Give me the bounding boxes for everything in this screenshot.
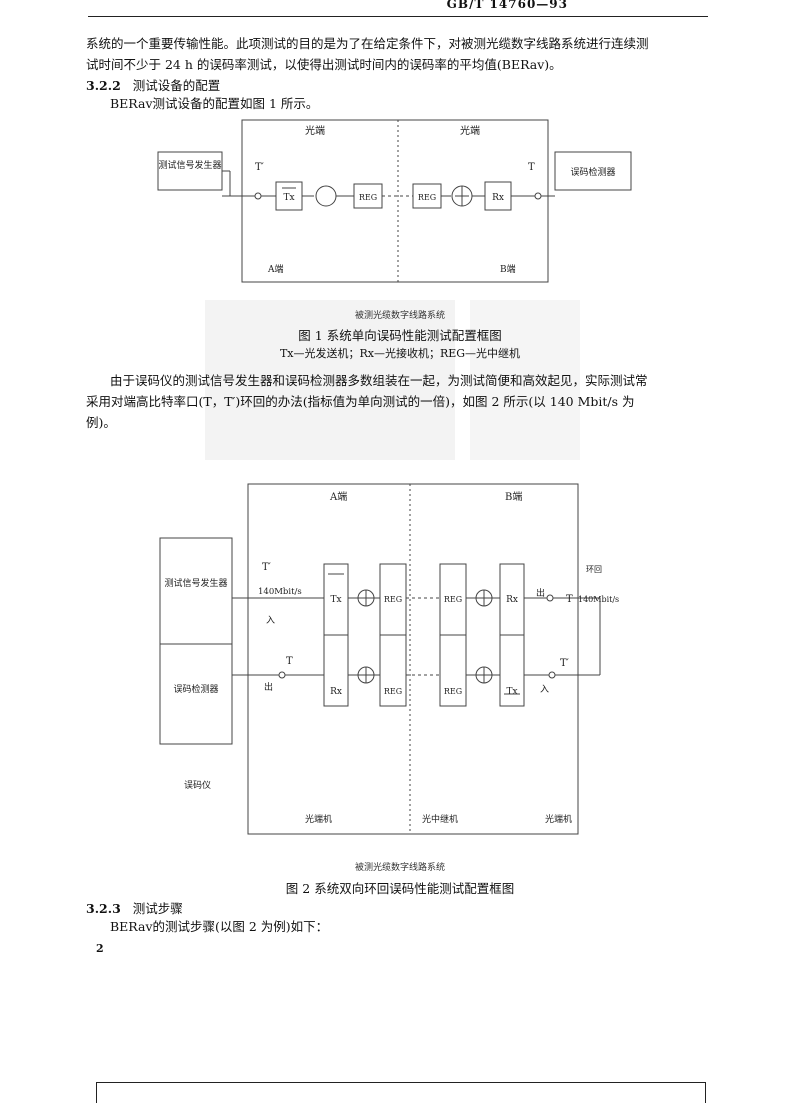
fig2-reg-label: REG [384, 687, 402, 696]
figure-1-diagram: 光端 光端 测试信号发生器 误码检测器 Tx REG REG Rx T′ T A… [157, 119, 632, 283]
fig1-detector-label: 误码检测器 [570, 166, 615, 178]
fig2-tx-left: Tx [330, 595, 341, 605]
fig2-end-a: A端 [329, 490, 347, 503]
fig1-caption: 图 1 系统单向误码性能测试配置框图 [298, 328, 502, 343]
para2-line-3: 例)。 [86, 415, 116, 430]
section-3-2-2-text: BERav测试设备的配置如图 1 所示。 [110, 96, 319, 111]
fig2-rx-left: Rx [330, 687, 342, 697]
footer-frame [96, 1082, 706, 1103]
fig2-system-label: 被测光缆数字线路系统 [354, 863, 445, 873]
section-3-2-3-heading: 3.2.3 测试步骤 [86, 898, 183, 917]
fig2-system-frame [247, 483, 579, 835]
figure-2-diagram: A端 B端 测试信号发生器 误码检测器 误码仪 T′ 140Mbit/s 入 T… [159, 483, 619, 835]
fig2-signal-gen-box [159, 537, 233, 645]
fig1-signal-gen-box [157, 151, 223, 191]
fig2-caption: 图 2 系统双向环回误码性能测试配置框图 [285, 881, 515, 896]
fig2-out-left: 出 [264, 681, 273, 693]
fig2-analyzer-label: 误码仪 [184, 780, 211, 791]
fig1-label-tx-side: 光端 [305, 124, 325, 137]
fig2-terminal-left-label: 光端机 [305, 813, 332, 825]
page-number: 2 [96, 942, 104, 955]
fig2-reg-label: REG [444, 687, 462, 696]
section-title: 测试步骤 [132, 901, 183, 916]
fig2-terminal-right-label: 光端机 [545, 813, 572, 825]
para-loopback: 由于误码仪的测试信号发生器和误码检测器多数组装在一起，为测试简便和高效起见，实际… [86, 370, 726, 433]
fig2-repeater-label: 光中继机 [422, 813, 458, 825]
fig1-system-label: 被测光缆数字线路系统 [354, 311, 445, 321]
fig2-port-t-prime-right: T′ [560, 658, 570, 669]
fig1-system-frame [241, 119, 549, 283]
fig2-port-t-prime: T′ [262, 562, 272, 573]
fig1-port-t-prime: T′ [255, 162, 265, 173]
fig2-port-t-left: T [286, 656, 293, 667]
section-number: 3.2.3 [86, 901, 121, 916]
fig2-rx-right: Rx [506, 595, 518, 605]
fig2-loop-label: 环回 [586, 565, 602, 574]
fig1-reg-label-1: REG [359, 193, 377, 202]
fig2-signal-gen-label: 测试信号发生器 [164, 577, 227, 589]
para2-line-2: 采用对端高比特率口(T，T′)环回的办法(指标值为单向测试的一倍)，如图 2 所… [86, 394, 635, 409]
fig2-rate-right: 140Mbit/s [578, 595, 619, 604]
section-title: 测试设备的配置 [132, 78, 221, 93]
watermark-block [205, 300, 455, 460]
fig1-legend: Tx—光发送机；Rx—光接收机；REG—光中继机 [279, 347, 521, 360]
fig2-end-b: B端 [505, 490, 522, 503]
fig1-reg-label-2: REG [418, 193, 436, 202]
fig2-reg-label: REG [444, 595, 462, 604]
fig2-rate-left: 140Mbit/s [258, 587, 302, 597]
fig2-tx-right: Tx [506, 687, 517, 697]
fig2-in-left: 入 [266, 615, 275, 626]
fig1-end-b: B端 [500, 263, 516, 275]
para2-line-1: 由于误码仪的测试信号发生器和误码检测器多数组装在一起，为测试简便和高效起见，实际… [110, 373, 648, 388]
section-3-2-3-text: BERav的测试步骤(以图 2 为例)如下： [110, 919, 329, 934]
fig1-label-rx-side: 光端 [460, 124, 480, 137]
fig2-reg-label: REG [384, 595, 402, 604]
header-standard-number: GB/T 14760—93 [446, 0, 568, 11]
section-3-2-2-heading: 3.2.2 测试设备的配置 [86, 75, 220, 94]
fig2-in-right: 入 [540, 684, 549, 695]
page-header: GB/T 14760—93 [88, 0, 708, 17]
section-number: 3.2.2 [86, 78, 121, 93]
fig2-detector-label: 误码检测器 [173, 683, 218, 695]
fig1-rx-label: Rx [492, 193, 504, 203]
intro-paragraph: 系统的一个重要传输性能。此项测试的目的是为了在给定条件下，对被测光缆数字线路系统… [86, 33, 726, 75]
fig1-tx-label: Tx [283, 193, 294, 203]
fig1-detector-box [554, 151, 632, 191]
watermark-block [470, 300, 580, 460]
intro-line-2: 试时间不少于 24 h 的误码率测试，以使得出测试时间内的误码率的平均值(BER… [86, 57, 562, 72]
fig1-signal-gen-label: 测试信号发生器 [158, 159, 221, 171]
fig1-fiber-coil-1 [315, 185, 337, 207]
fig2-detector-box [159, 643, 233, 745]
fig2-port-t-right: T [566, 594, 573, 605]
fig2-out-right: 出 [536, 587, 545, 599]
intro-line-1: 系统的一个重要传输性能。此项测试的目的是为了在给定条件下，对被测光缆数字线路系统… [86, 36, 649, 51]
fig1-end-a: A端 [267, 263, 284, 275]
fig1-port-t: T [528, 162, 535, 173]
